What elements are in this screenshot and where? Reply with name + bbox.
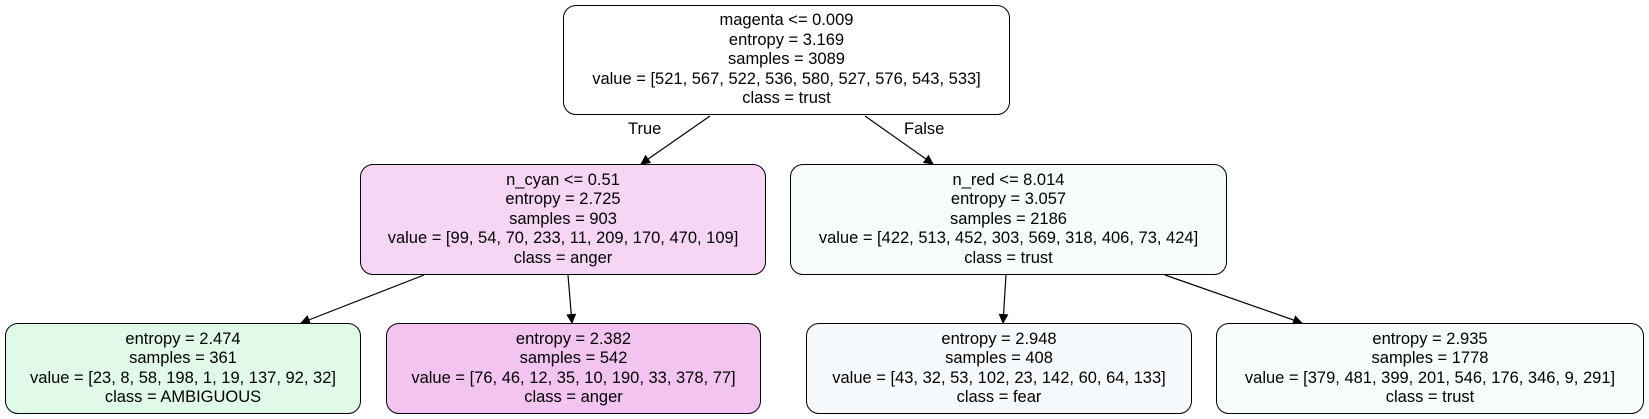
leaf-lr-value: value = [76, 46, 12, 35, 10, 190, 33, 37…	[411, 368, 736, 387]
leaf-rl-value: value = [43, 32, 53, 102, 23, 142, 60, 6…	[832, 368, 1166, 387]
edge-root-left	[640, 115, 711, 165]
root-class: class = trust	[742, 89, 831, 108]
leaf-rr-class: class = trust	[1385, 388, 1475, 406]
right-samples: samples = 2186	[950, 209, 1067, 228]
left-node: n_cyan <= 0.51 entropy = 2.725 samples =…	[360, 164, 766, 275]
leaf-lr-class: class = anger	[524, 388, 623, 406]
leaf-rr-value: value = [379, 481, 399, 201, 546, 176, 3…	[1244, 368, 1616, 387]
leaf-node-left-right: entropy = 2.382 samples = 542 value = [7…	[386, 323, 761, 414]
leaf-node-left-left: entropy = 2.474 samples = 361 value = [2…	[5, 323, 361, 414]
edge-label-true: True	[628, 120, 662, 138]
edge-label-false: False	[904, 120, 945, 138]
leaf-ll-value: value = [23, 8, 58, 198, 1, 19, 137, 92,…	[30, 368, 336, 387]
leaf-rr-samples: samples = 1778	[1371, 349, 1489, 367]
leaf-rl-class: class = fear	[956, 388, 1042, 406]
right-condition: n_red <= 8.014	[952, 170, 1065, 189]
leaf-ll-entropy: entropy = 2.474	[125, 329, 241, 348]
right-entropy: entropy = 3.057	[950, 190, 1067, 209]
leaf-node-right-right: entropy = 2.935 samples = 1778 value = […	[1216, 323, 1644, 414]
leaf-rr-entropy: entropy = 2.935	[1372, 329, 1488, 348]
root-node: magenta <= 0.009 entropy = 3.169 samples…	[563, 5, 1010, 115]
leaf-lr-samples: samples = 542	[519, 349, 628, 367]
left-condition: n_cyan <= 0.51	[506, 170, 620, 189]
right-class: class = trust	[964, 248, 1053, 267]
edge-left-leaf-ll	[300, 274, 425, 325]
left-value: value = [99, 54, 70, 233, 11, 209, 170, …	[387, 229, 739, 248]
root-value: value = [521, 567, 522, 536, 580, 527, 5…	[592, 69, 981, 88]
root-entropy: entropy = 3.169	[728, 30, 845, 49]
leaf-lr-entropy: entropy = 2.382	[515, 329, 632, 348]
edge-left-leaf-lr	[566, 274, 577, 324]
edge-right-leaf-rl	[998, 274, 1009, 324]
left-samples: samples = 903	[509, 209, 617, 228]
root-samples: samples = 3089	[728, 50, 845, 69]
left-entropy: entropy = 2.725	[505, 190, 621, 209]
leaf-ll-samples: samples = 361	[129, 349, 237, 367]
leaf-rl-entropy: entropy = 2.948	[941, 329, 1057, 348]
leaf-ll-class: class = AMBIGUOUS	[104, 388, 262, 406]
right-node: n_red <= 8.014 entropy = 3.057 samples =…	[790, 164, 1227, 275]
edge-right-leaf-rr	[1164, 274, 1303, 325]
leaf-rl-samples: samples = 408	[945, 349, 1053, 367]
edge-root-right	[864, 115, 934, 165]
leaf-node-right-left: entropy = 2.948 samples = 408 value = [4…	[806, 323, 1192, 414]
left-class: class = anger	[513, 248, 613, 267]
right-value: value = [422, 513, 452, 303, 569, 318, 4…	[818, 229, 1199, 248]
root-condition: magenta <= 0.009	[719, 11, 854, 30]
